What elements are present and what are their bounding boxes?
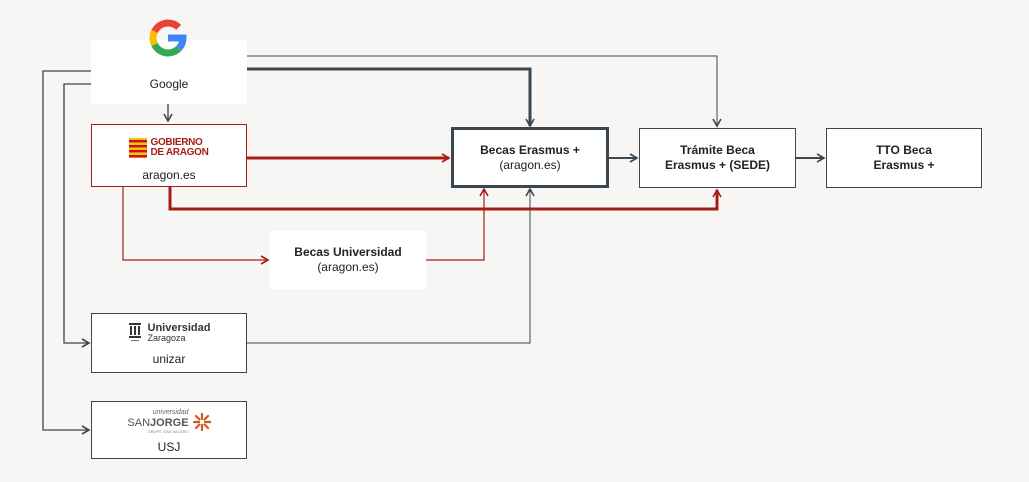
usj-logo-small: universidad xyxy=(152,409,189,416)
edge-aragon-tramite xyxy=(168,187,722,211)
node-unizar-label: unizar xyxy=(152,352,186,366)
edge-google-usj xyxy=(42,70,91,435)
node-google-label: Google xyxy=(149,77,189,91)
edge-unizar-becas-erasmus xyxy=(247,187,535,344)
google-g-logo-icon xyxy=(149,19,187,57)
node-becas-universidad-line1: Becas Universidad xyxy=(294,245,402,259)
unizar-logo: Universidad Zaragoza xyxy=(128,322,211,344)
aragon-logo-line1: GOBIERNO xyxy=(150,137,203,148)
universidad-zaragoza-logo-icon xyxy=(128,323,141,341)
usj-logo: universidad SANJORGE GRUPO SAN VALERO xyxy=(127,408,211,435)
usj-logo-group: GRUPO SAN VALERO xyxy=(147,429,189,434)
edge-google-becas-erasmus xyxy=(247,67,535,128)
node-usj-label: USJ xyxy=(157,440,181,454)
usj-logo-jorge: JORGE xyxy=(150,417,189,429)
unizar-logo-line2: Zaragoza xyxy=(147,333,186,343)
node-tto-line1: TTO Beca xyxy=(876,143,932,157)
node-aragon-label: aragon.es xyxy=(142,168,196,182)
gobierno-de-aragon-logo-icon xyxy=(129,138,148,158)
node-tramite-line2: Erasmus + (SEDE) xyxy=(664,158,771,172)
node-tramite: Trámite Beca Erasmus + (SEDE) xyxy=(639,128,796,188)
node-becas-erasmus-line2: (aragon.es) xyxy=(499,157,561,172)
aragon-logo: GOBIERNO DE ARAGON xyxy=(129,136,209,160)
node-usj: universidad SANJORGE GRUPO SAN VALERO US… xyxy=(91,401,247,459)
node-becas-erasmus: Becas Erasmus + (aragon.es) xyxy=(451,127,609,188)
node-becas-universidad-line2: (aragon.es) xyxy=(317,260,379,274)
node-tto-line2: Erasmus + xyxy=(873,158,935,172)
usj-logo-san: SAN xyxy=(127,417,151,429)
node-tto: TTO Beca Erasmus + xyxy=(826,128,982,188)
node-aragon: GOBIERNO DE ARAGON aragon.es xyxy=(91,124,247,187)
node-becas-erasmus-line1: Becas Erasmus + xyxy=(480,142,580,157)
universidad-san-jorge-logo-icon xyxy=(192,412,211,431)
unizar-logo-line1: Universidad xyxy=(147,322,211,334)
edge-aragon-becas-universidad xyxy=(122,187,270,265)
edge-google-unizar xyxy=(63,83,91,348)
edge-google-tramite xyxy=(247,55,722,128)
aragon-logo-line2: DE ARAGON xyxy=(150,147,209,158)
node-becas-universidad: Becas Universidad (aragon.es) xyxy=(270,231,426,289)
node-tramite-line1: Trámite Beca xyxy=(680,143,755,157)
node-unizar: Universidad Zaragoza unizar xyxy=(91,313,247,373)
edge-becas-universidad-becas-erasmus xyxy=(426,187,489,261)
